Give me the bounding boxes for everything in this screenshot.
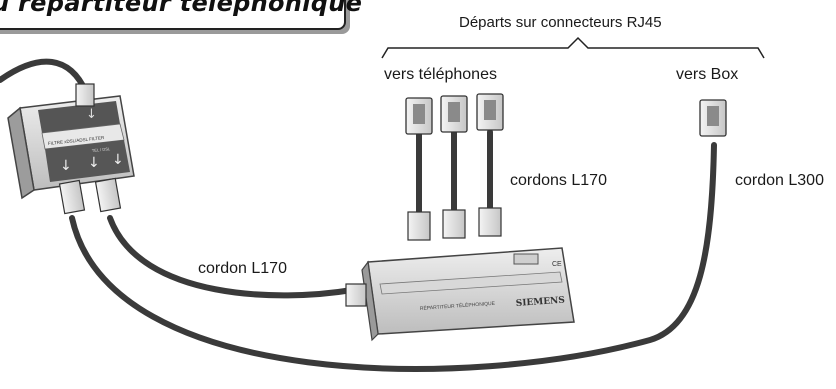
splitter-port-in	[345, 283, 367, 307]
cable-filter-to-splitter	[107, 215, 355, 299]
filter-arrow-down-1: ↓	[86, 107, 97, 122]
title-box: u répartiteur téléphonique	[0, 0, 362, 30]
page-title: u répartiteur téléphonique	[0, 0, 363, 17]
label-vers-telephones: vers téléphones	[384, 66, 497, 83]
filter-plug-bottom-1	[58, 179, 86, 215]
cable-filter-to-box	[69, 142, 717, 372]
splitter-brand: SIEMENS	[516, 296, 566, 309]
filter-plug-top	[75, 83, 95, 107]
label-vers-box: vers Box	[676, 66, 739, 83]
filter-arrow-down-2: ↓	[60, 158, 72, 174]
rj45-phone-3	[476, 93, 504, 131]
label-cordon-l300: cordon L300	[735, 172, 824, 189]
filter-sublabel: TEL / DSL	[92, 146, 111, 153]
cables	[0, 58, 717, 372]
label-departs: Départs sur connecteurs RJ45	[459, 14, 662, 31]
label-cordon-l170: cordon L170	[198, 260, 287, 277]
telephone-splitter: RÉPARTITEUR TÉLÉPHONIQUE SIEMENS CE	[345, 207, 575, 342]
rj45-box	[699, 99, 727, 137]
departures-brace	[381, 36, 765, 59]
splitter-port-extra	[513, 253, 539, 265]
rj45-phone-2	[440, 95, 468, 133]
cable-phone-line-in	[0, 58, 89, 95]
filter-arrow-down-3: ↓	[88, 155, 100, 171]
ce-mark: CE	[552, 261, 562, 268]
splitter-plug-1	[407, 211, 431, 241]
rj45-phone-1	[405, 97, 433, 135]
adsl-filter: FILTRE xDSL/ADSL FILTER TEL / DSL ↓ ↓ ↓ …	[7, 83, 135, 215]
label-cordons-l170: cordons L170	[510, 172, 607, 189]
filter-label: FILTRE xDSL/ADSL FILTER	[48, 135, 106, 146]
filter-arrow-down-4: ↓	[112, 152, 124, 168]
rj45-connectors	[405, 93, 727, 137]
splitter-plug-2	[442, 209, 466, 239]
filter-plug-bottom-2	[94, 177, 122, 213]
splitter-plug-3	[478, 207, 502, 237]
